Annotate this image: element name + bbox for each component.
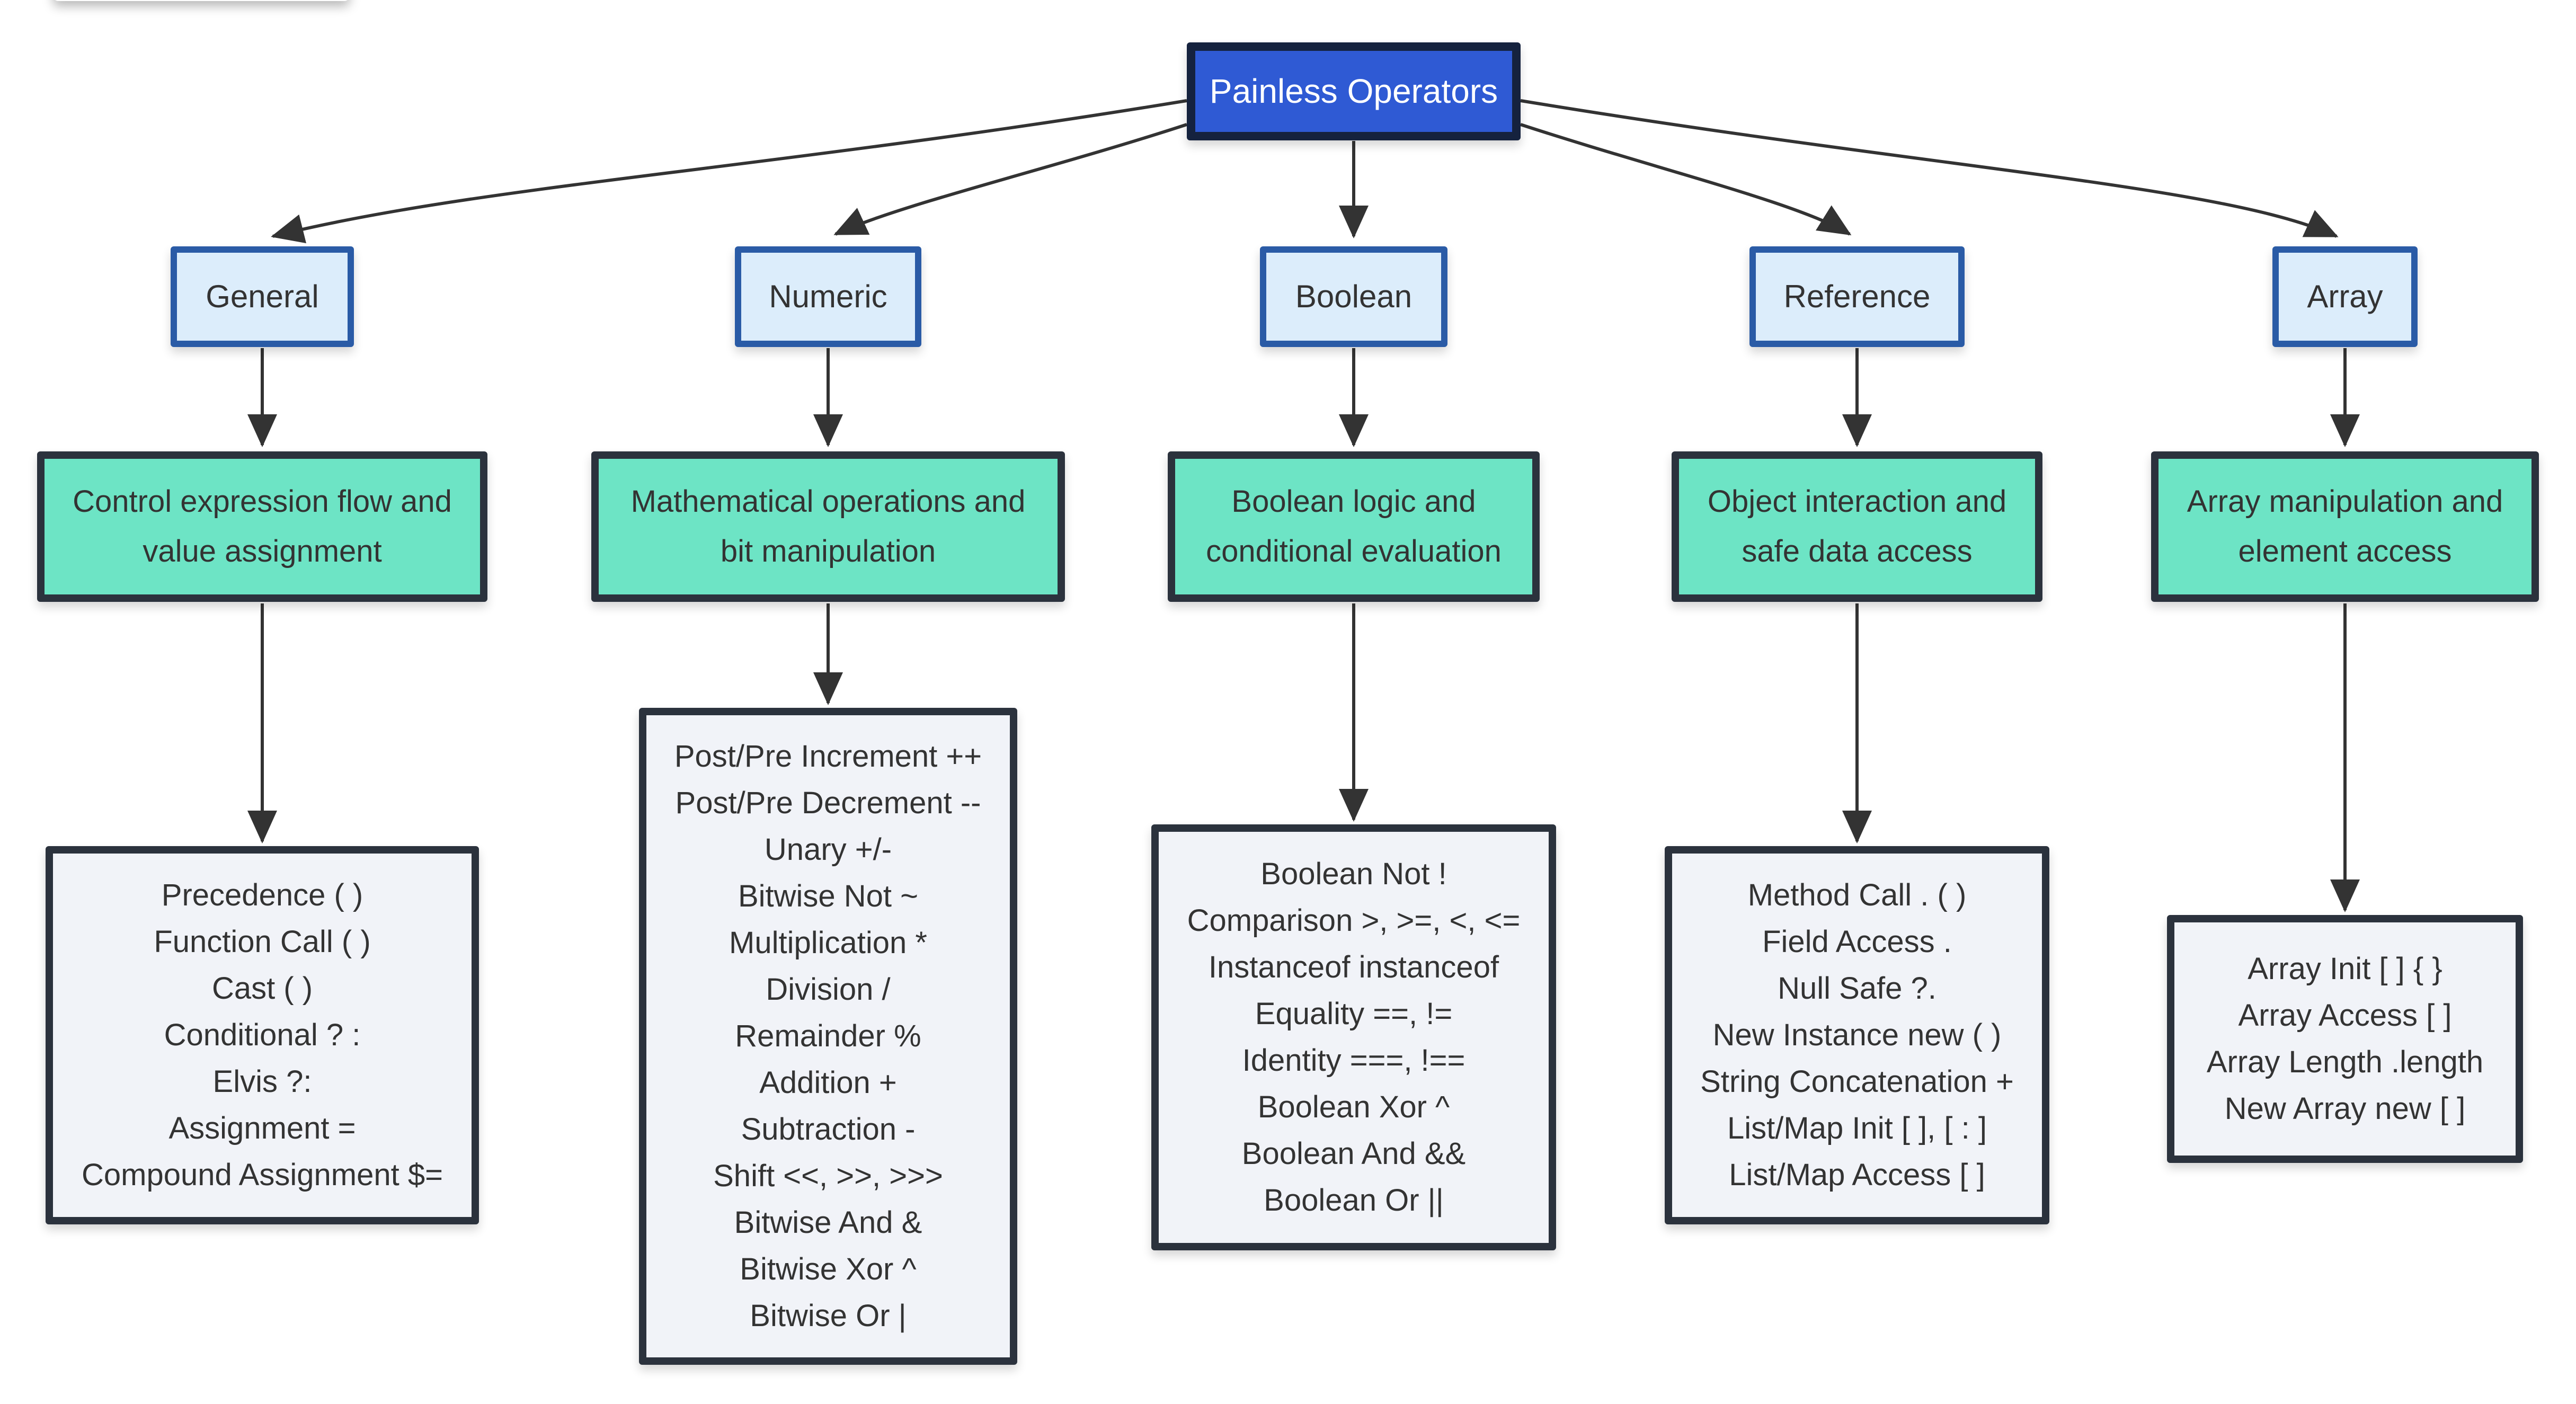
items-node-general: Precedence ( ) Function Call ( ) Cast ( … xyxy=(46,846,479,1224)
header-node-general: General xyxy=(171,246,354,347)
summary-node-general: Control expression flow and value assign… xyxy=(37,451,487,602)
summary-node-reference: Object interaction and safe data access xyxy=(1672,451,2042,602)
items-node-reference: Method Call . ( ) Field Access . Null Sa… xyxy=(1665,846,2049,1224)
items-node-boolean: Boolean Not ! Comparison >, >=, <, <= In… xyxy=(1151,824,1556,1250)
summary-node-numeric: Mathematical operations and bit manipula… xyxy=(591,451,1065,602)
items-node-array: Array Init [ ] { } Array Access [ ] Arra… xyxy=(2167,915,2523,1163)
edge-root-to-general xyxy=(271,99,1187,244)
cutoff-element-shadow xyxy=(53,0,350,1)
edge-root-to-numeric xyxy=(833,123,1187,236)
header-node-array: Array xyxy=(2272,246,2418,347)
header-node-numeric: Numeric xyxy=(735,246,921,347)
summary-node-array: Array manipulation and element access xyxy=(2151,451,2539,602)
items-node-numeric: Post/Pre Increment ++ Post/Pre Decrement… xyxy=(639,708,1017,1365)
root-node: Painless Operators xyxy=(1187,42,1521,140)
header-node-boolean: Boolean xyxy=(1260,246,1447,347)
header-node-reference: Reference xyxy=(1749,246,1965,347)
edge-root-to-array xyxy=(1520,99,2339,238)
summary-node-boolean: Boolean logic and conditional evaluation xyxy=(1168,451,1540,602)
edge-root-to-reference xyxy=(1520,123,1852,236)
